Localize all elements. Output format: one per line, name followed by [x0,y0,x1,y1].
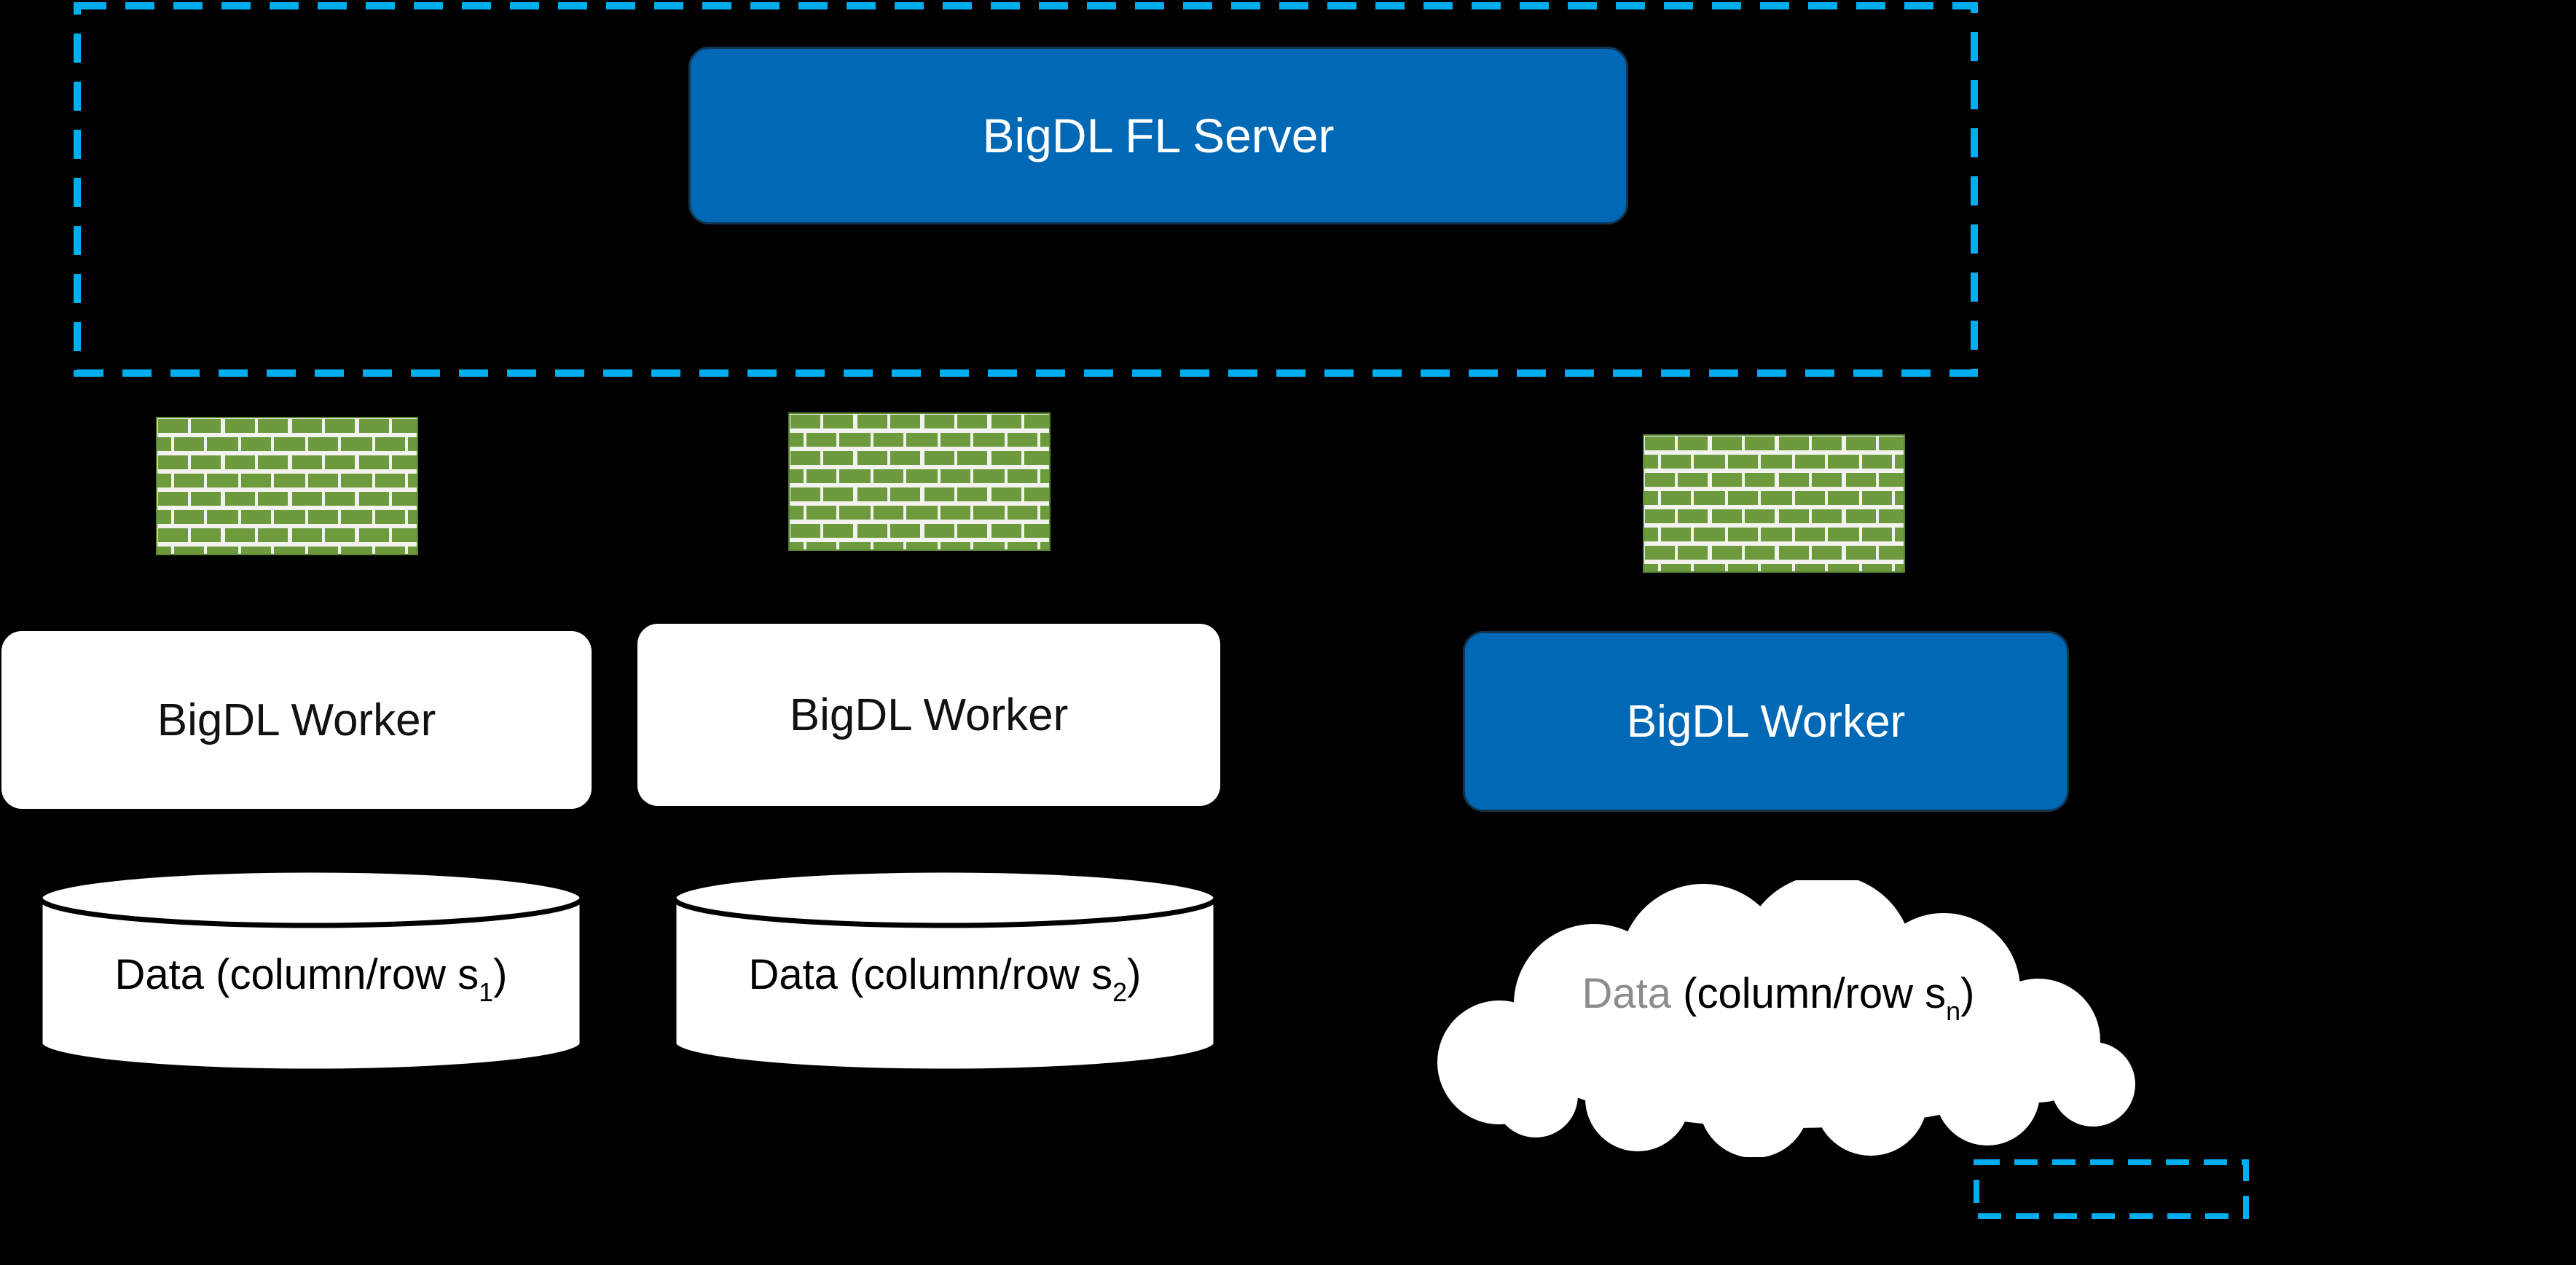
datastore-label: Data (column/row s2) [667,950,1222,1007]
worker-node-2: BigDL Worker [637,624,1220,806]
datastore-cylinder-2: Data (column/row s2) [667,864,1222,1077]
datastore-text-suffix: ) [1960,970,1975,1017]
cloud-icon [1437,880,2135,1157]
legend-dashed-box [1974,1159,2249,1219]
worker-label: BigDL Worker [1626,696,1906,747]
datastore-subscript: 2 [1112,976,1128,1007]
fl-server-node: BigDL FL Server [688,47,1628,224]
database-cylinder-icon [671,867,1219,1074]
worker-node-3: BigDL Worker [1463,631,2069,812]
datastore-text-suffix: ) [1127,951,1142,998]
datastore-text: (column/row s [1671,970,1947,1017]
firewall-icon [1643,434,1905,573]
firewall-icon [788,412,1051,551]
datastore-text: Data (column/row s [114,951,479,998]
datastore-subscript: 1 [479,976,494,1007]
datastore-cloud: Data (column/row sn) [1390,880,2167,1157]
datastore-cylinder-1: Data (column/row s1) [34,864,589,1077]
firewall-icon [156,417,418,555]
worker-label: BigDL Worker [789,689,1069,740]
datastore-subscript: n [1946,995,1961,1026]
datastore-text: Data (column/row s [748,951,1113,998]
datastore-text-gray: Data [1582,970,1672,1017]
fl-server-label: BigDL FL Server [982,109,1335,162]
worker-node-1: BigDL Worker [1,631,592,809]
datastore-label: Data (column/row s1) [34,950,589,1007]
database-cylinder-icon [37,867,585,1074]
fl-server-boundary-dashed-box [74,2,1978,377]
datastore-text-suffix: ) [493,951,508,998]
datastore-label: Data (column/row sn) [1390,969,2167,1026]
worker-label: BigDL Worker [157,694,436,745]
